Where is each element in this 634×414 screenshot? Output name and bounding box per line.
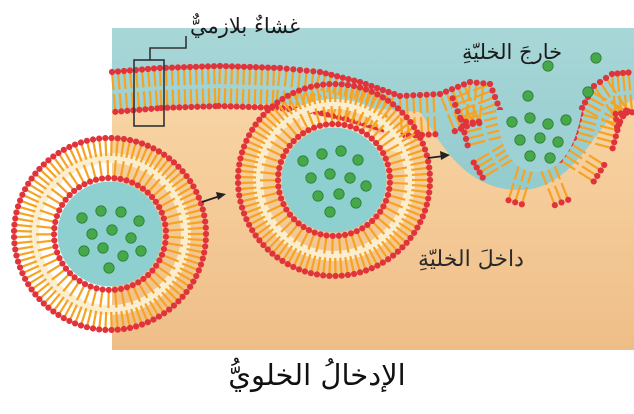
figure-caption: الإدخالُ الخلويُّ [0, 358, 634, 392]
label-outside-cell: خارجَ الخليّةِ [462, 40, 562, 64]
label-plasma-membrane: غشاءٌ بلازميٌّ [190, 14, 300, 38]
label-inside-cell: داخلَ الخليّةِ [418, 247, 524, 272]
